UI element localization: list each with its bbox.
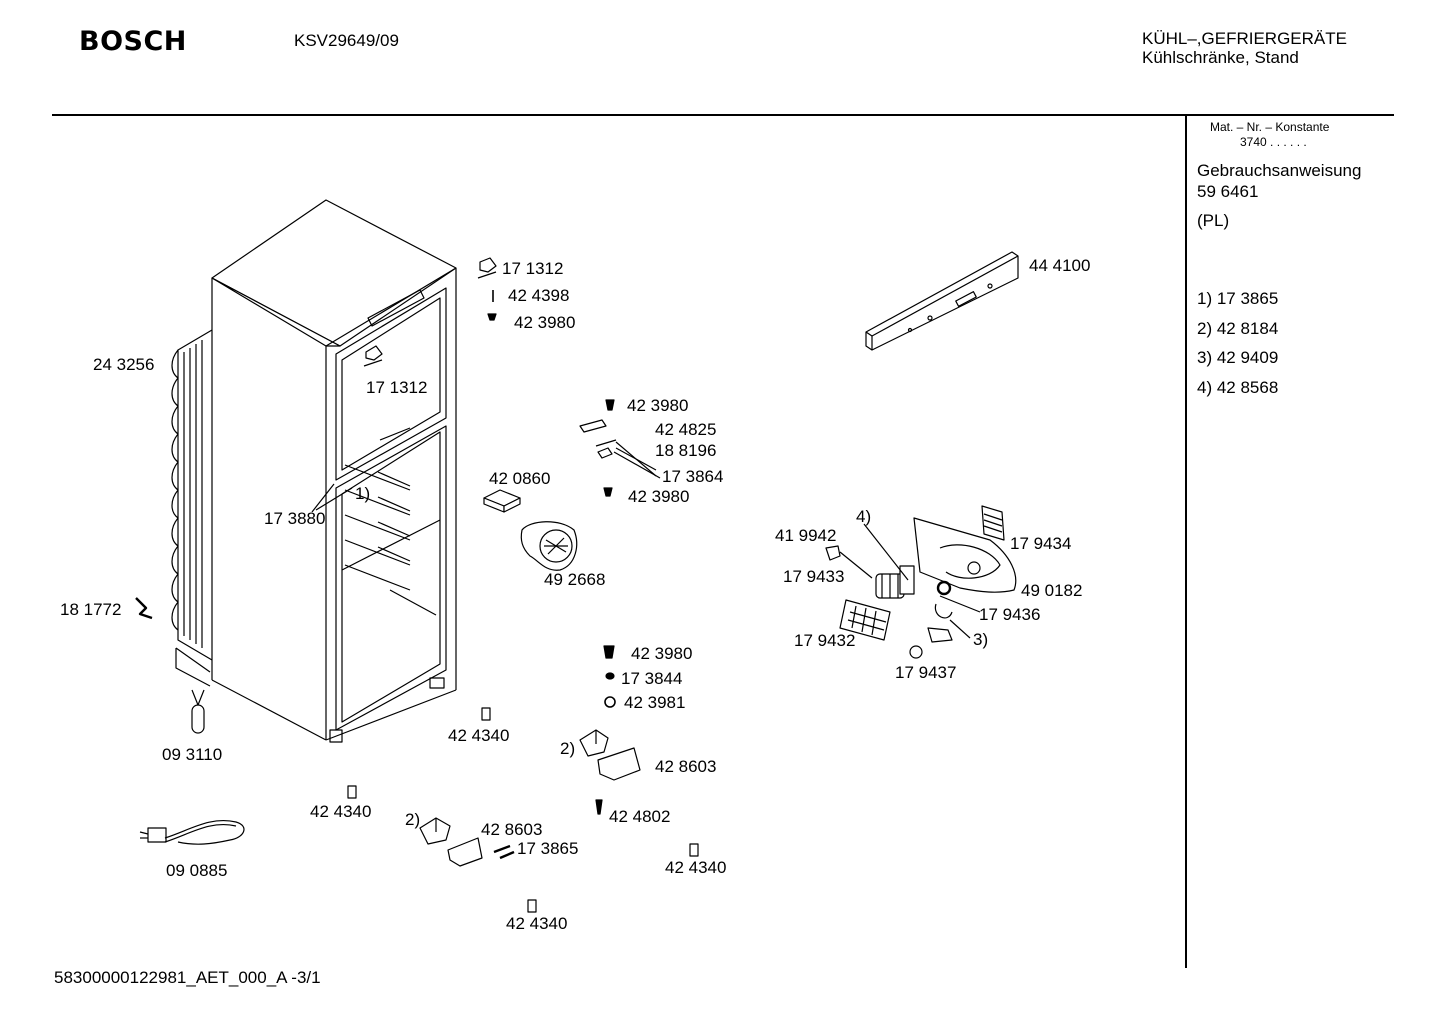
fan-housing-drawing <box>520 521 578 571</box>
part-label-42-8603-b: 42 8603 <box>481 820 543 839</box>
lamp-cover-clip <box>981 505 1005 541</box>
part-label-49-2668: 49 2668 <box>544 570 606 589</box>
hinge-drawing <box>135 597 153 620</box>
part-label-09-3110: 09 3110 <box>162 745 223 764</box>
part-label-17-3865: 17 3865 <box>517 839 579 858</box>
part-label-17-9436: 17 9436 <box>979 605 1041 624</box>
screw-drawing-6 <box>493 844 515 860</box>
part-label-18-1772: 18 1772 <box>60 600 122 619</box>
part-label-42-4340-a: 42 4340 <box>448 726 510 745</box>
footnote-marker-4: 4) <box>856 507 872 526</box>
screw-drawing-3 <box>347 785 357 799</box>
part-label-42-0860: 42 0860 <box>489 469 551 488</box>
footnote-1: 1) 17 3865 <box>1197 289 1279 308</box>
lamp-shade <box>839 599 891 641</box>
manual-language: (PL) <box>1197 211 1230 230</box>
footnote-marker-1: 1) <box>355 484 371 503</box>
part-label-17-3880: 17 3880 <box>264 509 326 528</box>
part-label-42-4802: 42 4802 <box>609 807 671 826</box>
part-label-17-3844: 17 3844 <box>621 669 683 688</box>
footnote-3: 3) 42 9409 <box>1197 348 1279 367</box>
screw-drawing-5 <box>527 899 537 913</box>
bracket-drawing-2 <box>419 817 483 867</box>
shelf-rails <box>344 464 411 591</box>
footnote-4: 4) 42 8568 <box>1197 378 1279 397</box>
part-label-17-9434: 17 9434 <box>1010 534 1072 553</box>
document-id: 58300000122981_AET_000_A -3/1 <box>54 968 321 987</box>
side-panel-divider <box>1185 115 1187 968</box>
washer-drawing-1 <box>604 696 616 708</box>
part-label-17-1312-inner: 17 1312 <box>366 378 428 397</box>
condenser-drawing <box>171 329 213 687</box>
manual-label: Gebrauchsanweisung <box>1197 161 1362 180</box>
part-label-42-8603-a: 42 8603 <box>655 757 717 776</box>
part-label-42-4398: 42 4398 <box>508 286 570 305</box>
part-label-42-3980-mid: 42 3980 <box>628 487 690 506</box>
pin-drawing-1 <box>595 799 603 815</box>
part-label-41-9942: 41 9942 <box>775 526 837 545</box>
part-label-17-1312-top: 17 1312 <box>502 259 564 278</box>
part-label-42-3980-thermostat: 42 3980 <box>627 396 689 415</box>
relay-box-drawing <box>483 489 521 513</box>
thermostat-drawing <box>579 399 657 497</box>
model-number: KSV29649/09 <box>294 31 399 50</box>
mat-nr-label: Mat. – Nr. – Konstante <box>1210 120 1330 134</box>
category-line-2: Kühlschränke, Stand <box>1142 48 1299 67</box>
part-label-49-0182: 49 0182 <box>1021 581 1083 600</box>
part-label-42-4340-d: 42 4340 <box>506 914 568 933</box>
part-label-42-4825: 42 4825 <box>655 420 717 439</box>
leader-lines <box>311 451 981 639</box>
header-divider <box>52 114 1394 116</box>
lamp-assembly-drawing <box>825 505 1017 659</box>
part-label-24-3256: 24 3256 <box>93 355 155 374</box>
footnote-2: 2) 42 8184 <box>1197 319 1279 338</box>
screw-drawing-1 <box>603 645 615 659</box>
part-label-17-3864: 17 3864 <box>662 467 724 486</box>
bracket-drawing-1 <box>579 729 641 781</box>
part-label-42-3981: 42 3981 <box>624 693 686 712</box>
category-title: KÜHL–,GEFRIERGERÄTE Kühlschränke, Stand <box>1142 29 1347 67</box>
part-label-18-8196: 18 8196 <box>655 441 717 460</box>
part-label-42-4340-b: 42 4340 <box>310 802 372 821</box>
part-label-17-9432: 17 9432 <box>794 631 856 650</box>
mat-nr-value: 3740 . . . . . . <box>1240 135 1307 149</box>
manual-number: 59 6461 <box>1197 182 1259 201</box>
fridge-cabinet-drawing <box>211 199 457 743</box>
lamp-socket <box>875 573 905 599</box>
clip-drawing-1 <box>605 672 615 680</box>
power-cord-drawing <box>139 820 245 845</box>
screw-drawing-2 <box>481 707 491 721</box>
footnote-marker-2a: 2) <box>560 739 576 758</box>
part-label-44-4100: 44 4100 <box>1029 256 1091 275</box>
part-label-42-3980-bottom: 42 3980 <box>631 644 693 663</box>
brand-logo: BOSCH <box>79 26 187 57</box>
top-hinge-drawing <box>363 257 497 367</box>
screw-drawing-4 <box>689 843 699 857</box>
part-label-17-9437: 17 9437 <box>895 663 957 682</box>
control-panel-drawing <box>865 251 1019 351</box>
part-label-17-9433: 17 9433 <box>783 567 845 586</box>
part-label-42-4340-c: 42 4340 <box>665 858 727 877</box>
footnote-marker-2b: 2) <box>405 810 421 829</box>
category-line-1: KÜHL–,GEFRIERGERÄTE <box>1142 29 1347 48</box>
footnote-marker-3: 3) <box>973 630 989 649</box>
part-label-42-3980-top: 42 3980 <box>514 313 576 332</box>
drain-tube-drawing <box>191 689 205 734</box>
part-label-09-0885: 09 0885 <box>166 861 228 880</box>
